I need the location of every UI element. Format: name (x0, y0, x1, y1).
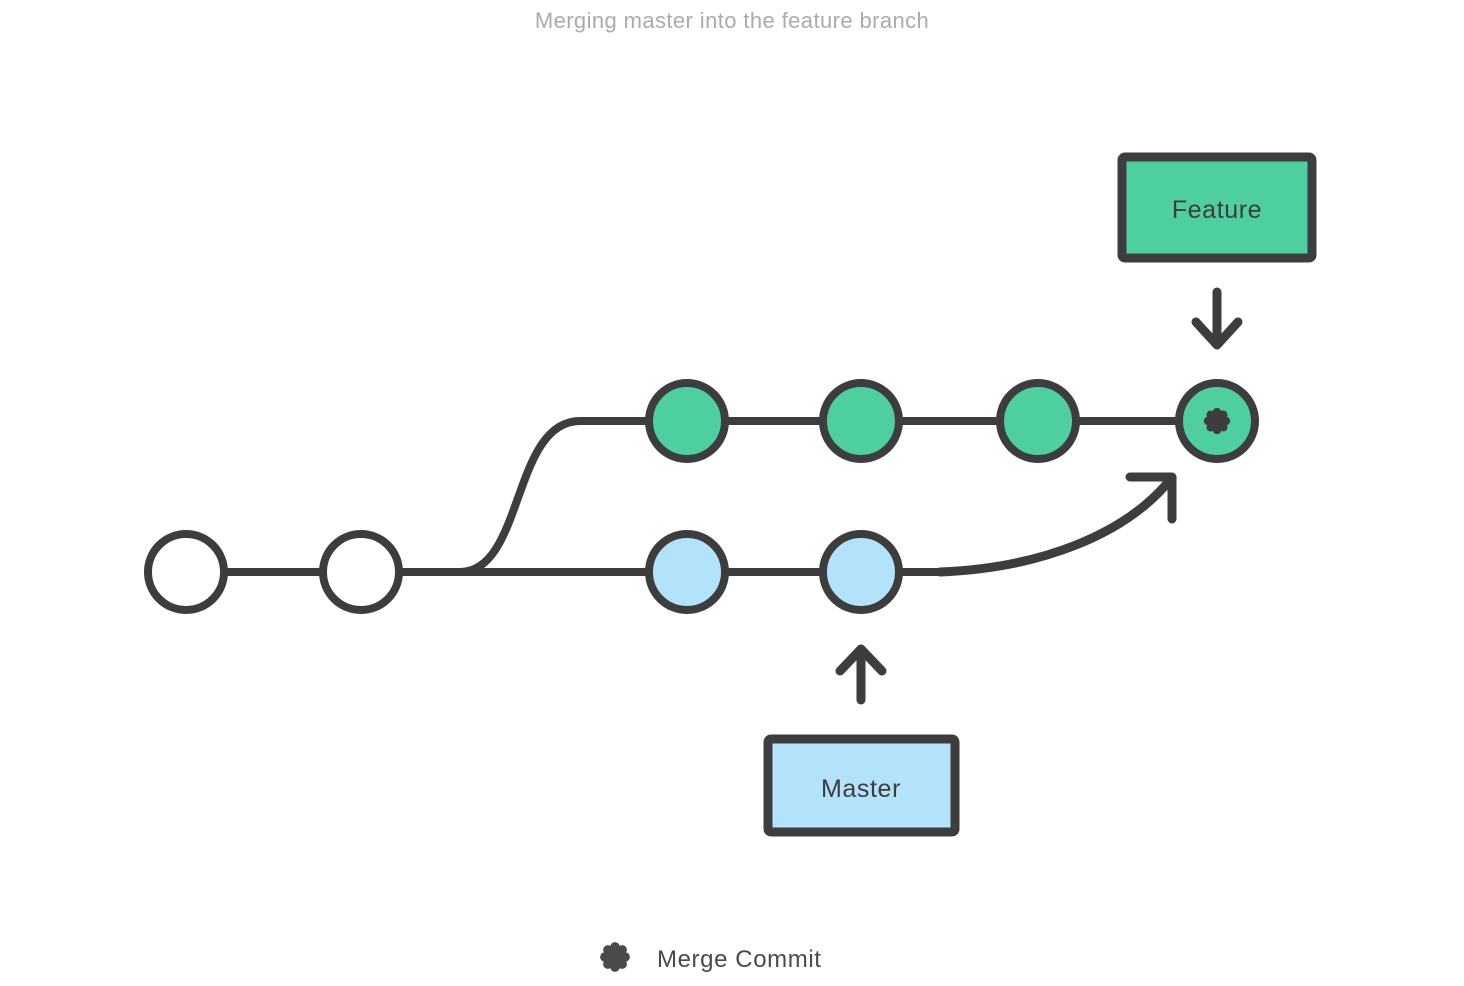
master-label-box[interactable]: Master (763, 734, 960, 837)
commit-node-circle[interactable] (819, 530, 903, 614)
master-commit-1[interactable] (645, 530, 729, 614)
commit-node-circle[interactable] (645, 379, 729, 463)
master-box-label: Master (821, 775, 901, 803)
merge-commit-asterisk-icon (600, 942, 630, 972)
commit-node-circle[interactable] (996, 379, 1080, 463)
commit-node-circle[interactable] (645, 530, 729, 614)
base-commit-1[interactable] (144, 530, 228, 614)
merge-commit-asterisk-icon (1203, 407, 1231, 435)
master-box-rect[interactable] (763, 734, 960, 837)
feature-commit-1[interactable] (645, 379, 729, 463)
merge-arrow (935, 472, 1177, 577)
feature-merge-commit[interactable] (1175, 379, 1259, 463)
master-commit-2[interactable] (819, 530, 903, 614)
merge-arrow-head (1125, 472, 1177, 524)
merge-arrow-path (935, 475, 1175, 577)
feature-pointer-down-arrow-icon (1191, 287, 1243, 350)
commit-node-circle[interactable] (144, 530, 228, 614)
page-title: Merging master into the feature branch (534, 8, 930, 33)
legend: Merge Commit (600, 942, 821, 973)
base-commit-2[interactable] (319, 530, 403, 614)
feature-branch-curve (456, 417, 691, 576)
feature-commit-2[interactable] (819, 379, 903, 463)
master-pointer-up-arrow-icon (835, 644, 887, 705)
feature-box-rect[interactable] (1117, 152, 1317, 263)
down-arrow-head (1191, 317, 1243, 350)
commit-node-circle[interactable] (319, 530, 403, 614)
branch-curve-path (456, 417, 691, 576)
legend-label: Merge Commit (657, 946, 822, 973)
commit-node-circle[interactable] (819, 379, 903, 463)
up-arrow-head (835, 644, 887, 676)
feature-label-box[interactable]: Feature (1117, 152, 1317, 263)
feature-box-label: Feature (1172, 196, 1262, 224)
feature-commit-3[interactable] (996, 379, 1080, 463)
